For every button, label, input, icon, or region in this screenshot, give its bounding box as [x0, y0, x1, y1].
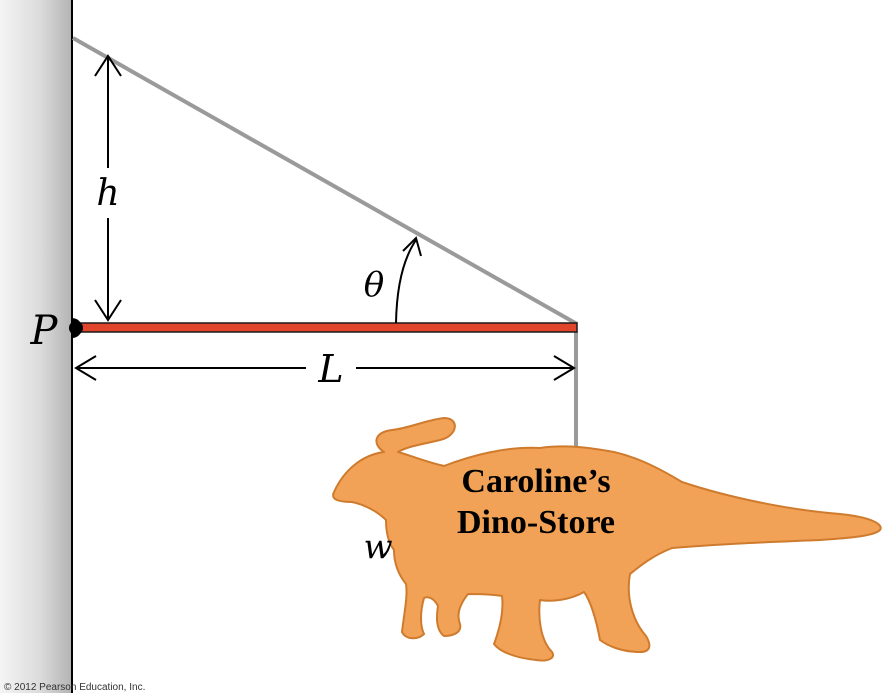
height-label: h: [96, 173, 119, 214]
weight-label: w: [363, 527, 392, 567]
sign-line-1: Caroline’s: [461, 463, 610, 500]
height-label-bg: [90, 168, 126, 218]
pivot-label: P: [30, 308, 59, 354]
copyright-text: © 2012 Pearson Education, Inc.: [4, 682, 145, 693]
length-arrow: [74, 355, 576, 381]
sign-line-2: Dino-Store: [457, 504, 615, 541]
support-cable: [72, 36, 578, 326]
beam: [74, 322, 578, 333]
angle-arc: [395, 236, 422, 324]
angle-label: θ: [364, 265, 384, 305]
wall: [0, 0, 72, 693]
dinosaur-sign: [332, 417, 882, 662]
pivot-point: [69, 321, 83, 335]
length-label: L: [317, 347, 343, 391]
